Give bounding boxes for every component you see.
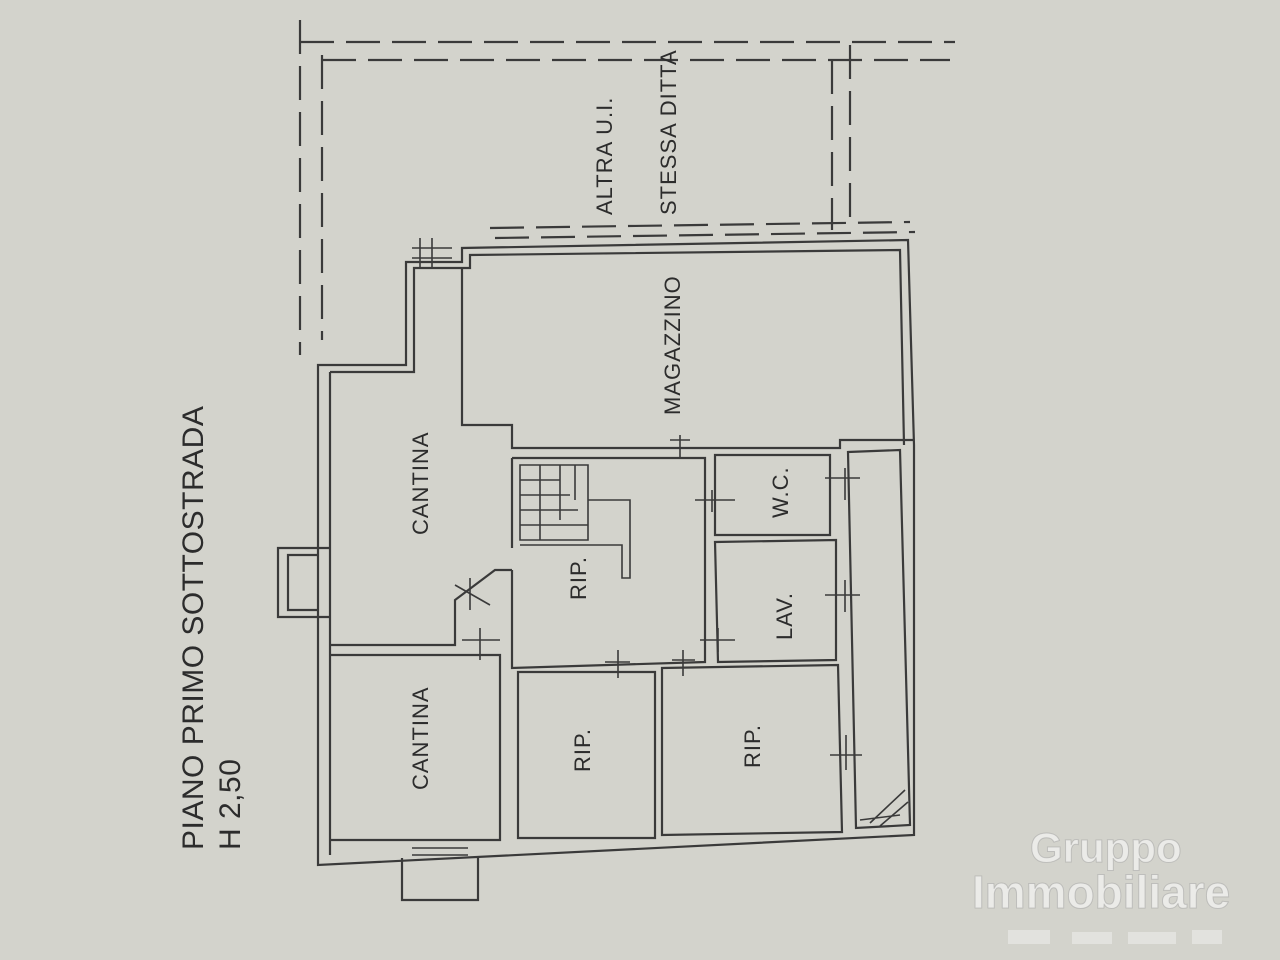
label-rip-small: RIP. bbox=[570, 728, 595, 772]
label-rip-large: RIP. bbox=[740, 724, 765, 768]
watermark-line1: Gruppo bbox=[1030, 824, 1182, 871]
plan-title: PIANO PRIMO SOTTOSTRADA bbox=[177, 406, 210, 850]
adjacent-unit-boundary bbox=[298, 20, 955, 355]
label-stessa-ditta: STESSA DITTA bbox=[656, 49, 681, 215]
label-wc: W.C. bbox=[768, 466, 793, 518]
outer-walls bbox=[276, 238, 916, 902]
label-lav: LAV. bbox=[772, 592, 797, 640]
plan-height-label: H 2,50 bbox=[214, 759, 247, 850]
label-cantina-lower: CANTINA bbox=[408, 686, 433, 790]
label-altra-ui: ALTRA U.I. bbox=[592, 97, 617, 215]
room-labels: CANTINA CANTINA MAGAZZINO RIP. W.C. LAV.… bbox=[408, 49, 797, 790]
label-magazzino: MAGAZZINO bbox=[660, 275, 685, 415]
label-cantina-upper: CANTINA bbox=[408, 431, 433, 535]
plan-title-block: PIANO PRIMO SOTTOSTRADA H 2,50 bbox=[177, 406, 247, 850]
door-markers bbox=[454, 435, 862, 770]
agency-watermark: Gruppo Immobiliare bbox=[972, 824, 1231, 944]
label-rip-stair: RIP. bbox=[566, 556, 591, 600]
watermark-partner-logos bbox=[1008, 930, 1222, 944]
interior-walls bbox=[330, 268, 914, 842]
watermark-line2: Immobiliare bbox=[972, 866, 1230, 918]
